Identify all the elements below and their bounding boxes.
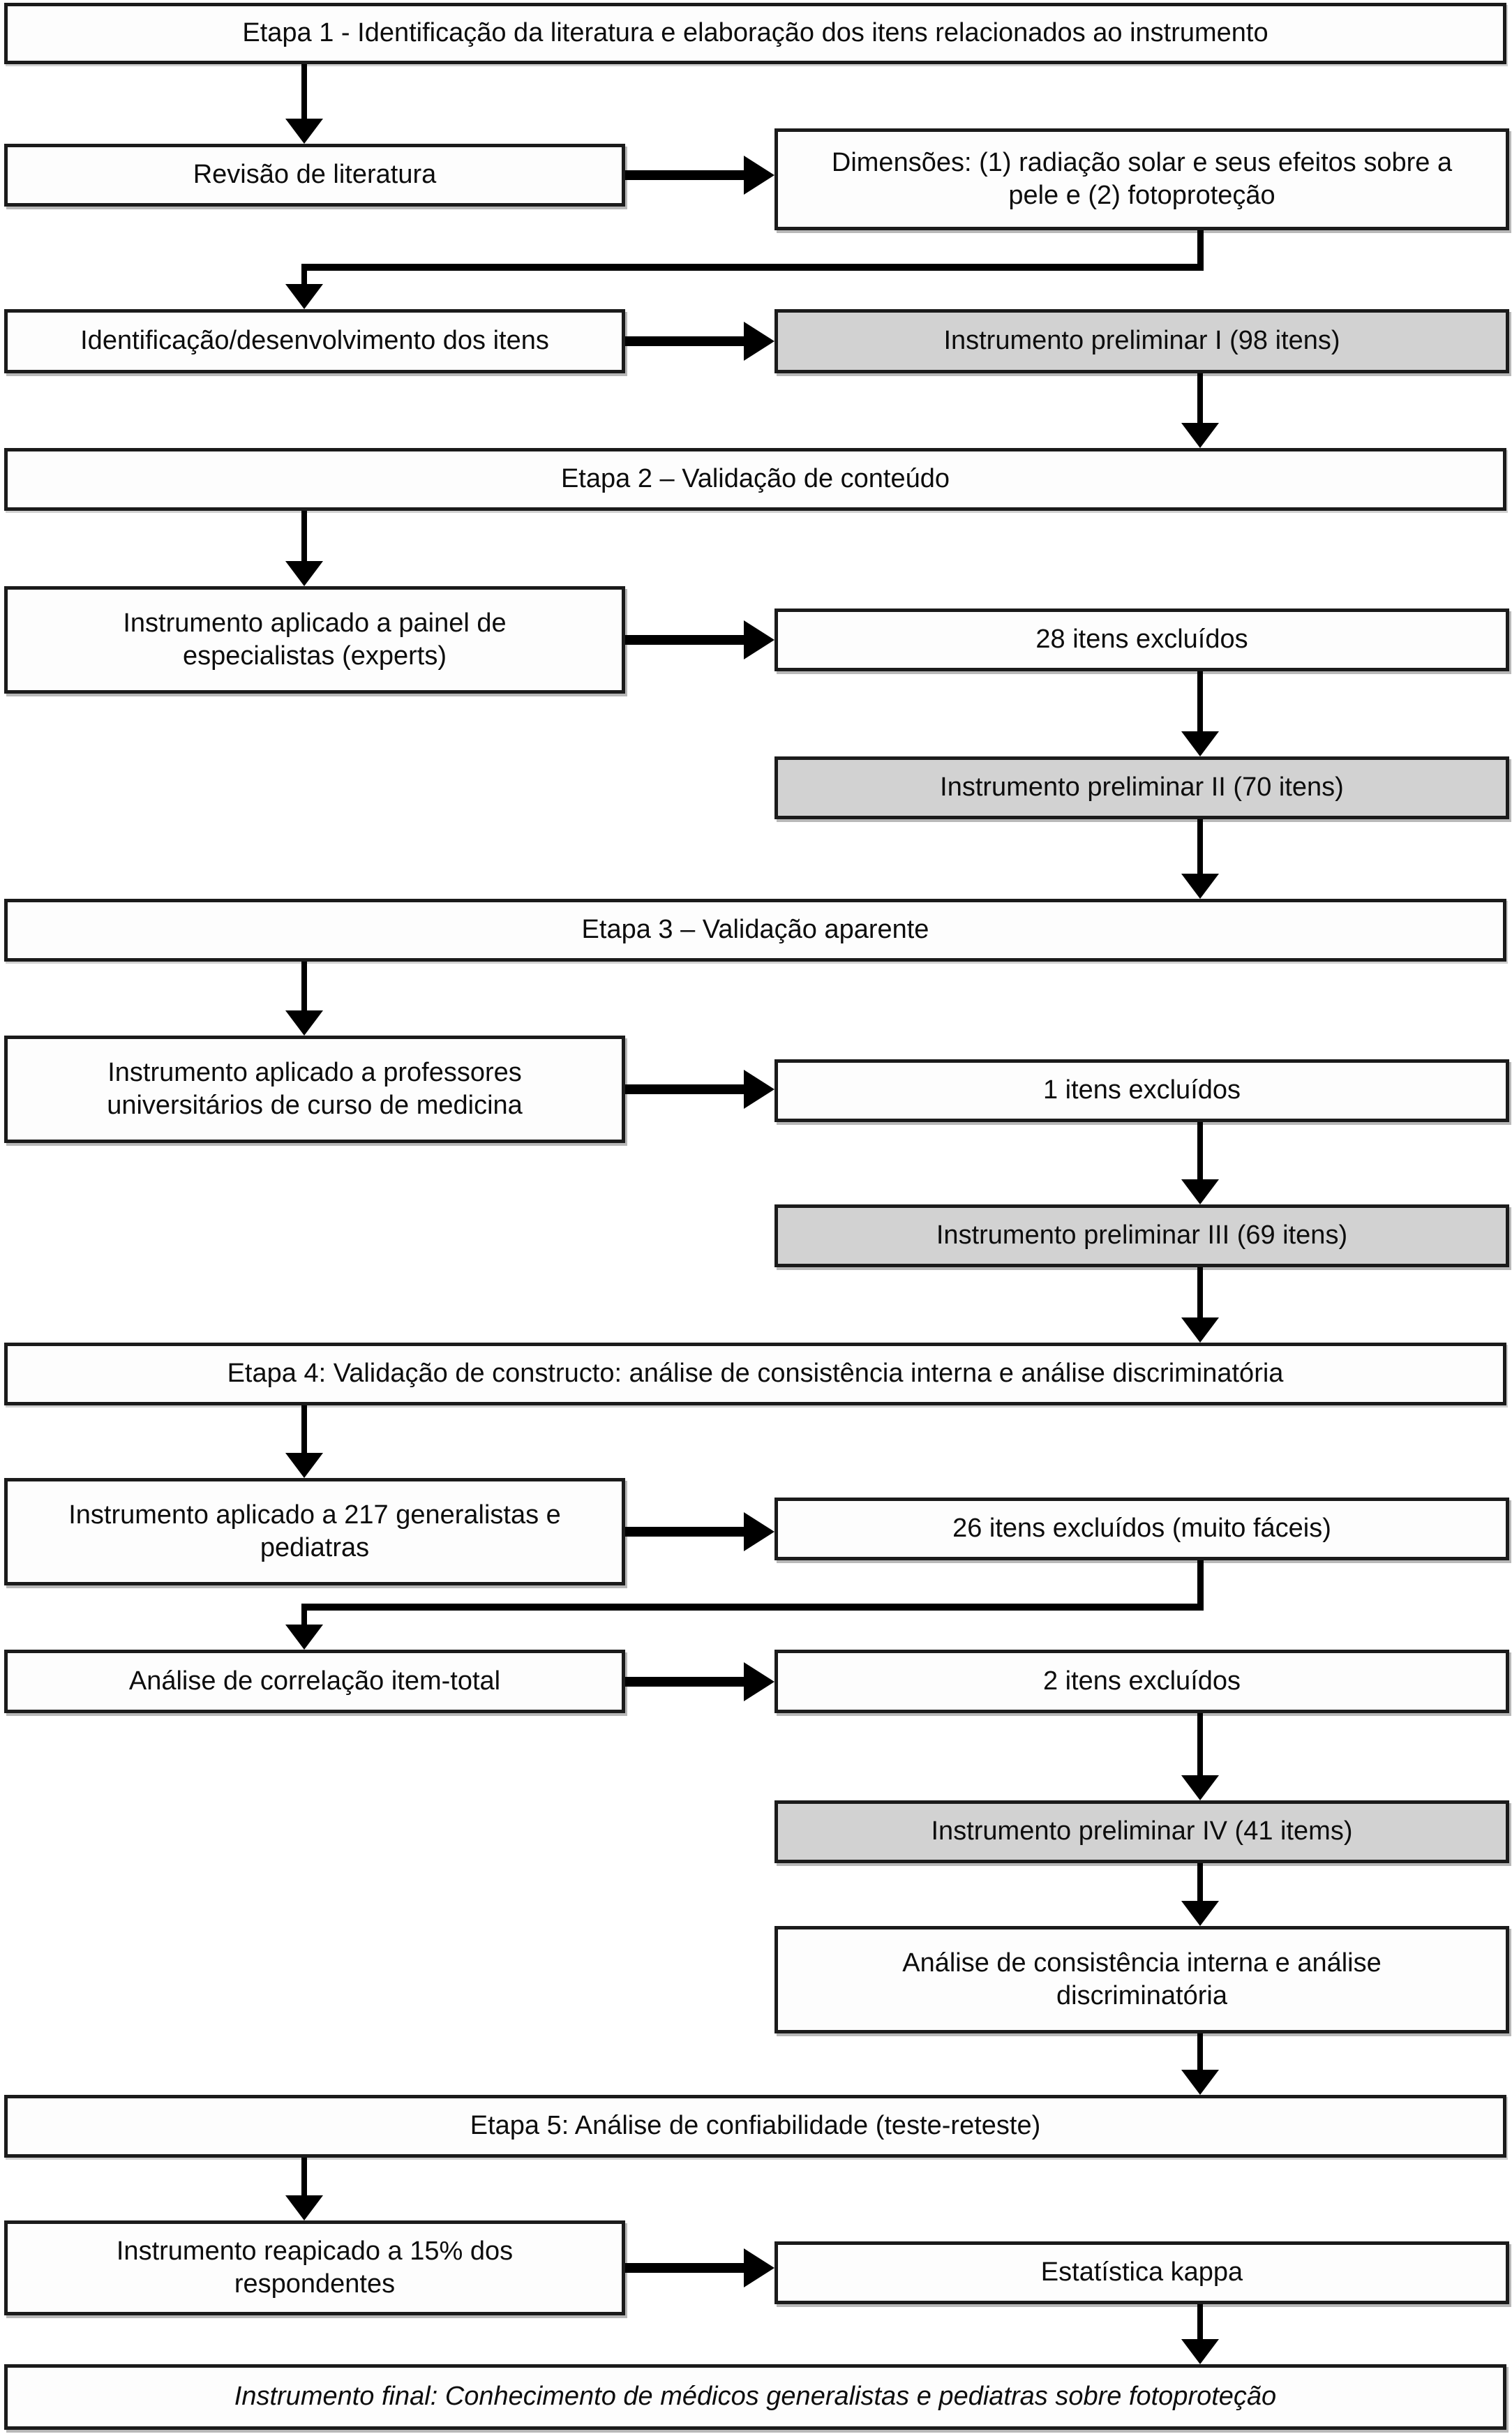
arrow-down-elbow-to-identificacao bbox=[285, 264, 323, 309]
node-etapa-4-label: Etapa 4: Validação de constructo: anális… bbox=[227, 1359, 1284, 1389]
node-identificacao-itens-label: Identificação/desenvolvimento dos itens bbox=[80, 326, 549, 356]
node-reaplicado-15-pct-label: Instrumento reapicado a 15% dos responde… bbox=[116, 2236, 514, 2299]
node-dimensoes-label: Dimensões: (1) radiação solar e seus efe… bbox=[831, 147, 1453, 210]
node-1-itens-excluidos-label: 1 itens excluídos bbox=[1042, 1075, 1241, 1105]
arrow-down-consistencia-to-etapa5 bbox=[1181, 2033, 1219, 2095]
node-217-generalistas-pediatras: Instrumento aplicado a 217 generalistas … bbox=[4, 1478, 625, 1585]
connector-dimensoes-elbow-horizontal bbox=[301, 264, 1204, 271]
connector-excluidos26-elbow-horizontal bbox=[301, 1604, 1204, 1611]
node-instrumento-preliminar-2: Instrumento preliminar II (70 itens) bbox=[774, 756, 1509, 819]
node-instrumento-preliminar-1-label: Instrumento preliminar I (98 itens) bbox=[943, 326, 1340, 356]
node-217-generalistas-pediatras-label: Instrumento aplicado a 217 generalistas … bbox=[68, 1500, 561, 1562]
node-analise-consistencia: Análise de consistência interna e anális… bbox=[774, 1926, 1509, 2033]
arrow-down-excluidos1-to-preliminar3 bbox=[1181, 1122, 1219, 1204]
node-etapa-2: Etapa 2 – Validação de conteúdo bbox=[4, 448, 1506, 511]
node-28-itens-excluidos: 28 itens excluídos bbox=[774, 608, 1509, 671]
node-instrumento-preliminar-4: Instrumento preliminar IV (41 items) bbox=[774, 1800, 1509, 1863]
node-etapa-2-label: Etapa 2 – Validação de conteúdo bbox=[560, 464, 950, 494]
node-2-itens-excluidos: 2 itens excluídos bbox=[774, 1650, 1509, 1713]
arrow-down-excluidos28-to-preliminar2 bbox=[1181, 671, 1219, 756]
arrow-down-elbow-to-correlacao bbox=[285, 1604, 323, 1650]
node-instrumento-preliminar-1: Instrumento preliminar I (98 itens) bbox=[774, 309, 1509, 373]
arrow-down-excluidos2-to-preliminar4 bbox=[1181, 1713, 1219, 1800]
node-instrumento-preliminar-3-label: Instrumento preliminar III (69 itens) bbox=[936, 1220, 1348, 1250]
node-26-itens-excluidos: 26 itens excluídos (muito fáceis) bbox=[774, 1498, 1509, 1560]
node-instrumento-preliminar-2-label: Instrumento preliminar II (70 itens) bbox=[940, 772, 1344, 802]
node-painel-especialistas-label: Instrumento aplicado a painel de especia… bbox=[123, 608, 507, 671]
node-etapa-5: Etapa 5: Análise de confiabilidade (test… bbox=[4, 2095, 1506, 2158]
node-instrumento-preliminar-4-label: Instrumento preliminar IV (41 items) bbox=[931, 1816, 1353, 1846]
arrow-down-etapa1-to-revisao bbox=[285, 64, 323, 144]
node-estatistica-kappa-label: Estatística kappa bbox=[1040, 2257, 1243, 2287]
node-etapa-3: Etapa 3 – Validação aparente bbox=[4, 899, 1506, 962]
node-analise-consistencia-label: Análise de consistência interna e anális… bbox=[902, 1948, 1382, 2010]
node-correlacao-item-total-label: Análise de correlação item-total bbox=[128, 1666, 501, 1696]
node-professores-universitarios: Instrumento aplicado a professores unive… bbox=[4, 1036, 625, 1143]
arrow-down-kappa-to-final bbox=[1181, 2304, 1219, 2364]
node-instrumento-final-label: Instrumento final: Conhecimento de médic… bbox=[234, 2382, 1277, 2412]
arrow-right-reaplicado-to-kappa bbox=[625, 2248, 774, 2287]
arrow-right-professores-to-excluidos1 bbox=[625, 1070, 774, 1109]
arrow-down-etapa3-to-professores bbox=[285, 962, 323, 1036]
node-correlacao-item-total: Análise de correlação item-total bbox=[4, 1650, 625, 1713]
node-reaplicado-15-pct: Instrumento reapicado a 15% dos responde… bbox=[4, 2220, 625, 2315]
node-etapa-4: Etapa 4: Validação de constructo: anális… bbox=[4, 1343, 1506, 1405]
connector-dimensoes-elbow-vertical bbox=[1197, 230, 1204, 267]
node-28-itens-excluidos-label: 28 itens excluídos bbox=[1035, 625, 1248, 655]
node-professores-universitarios-label: Instrumento aplicado a professores unive… bbox=[107, 1057, 523, 1120]
node-revisao-literatura-label: Revisão de literatura bbox=[193, 160, 437, 190]
arrow-right-correlacao-to-excluidos2 bbox=[625, 1662, 774, 1701]
node-identificacao-itens: Identificação/desenvolvimento dos itens bbox=[4, 309, 625, 373]
arrow-down-preliminar3-to-etapa4 bbox=[1181, 1267, 1219, 1343]
node-1-itens-excluidos: 1 itens excluídos bbox=[774, 1059, 1509, 1122]
arrow-down-preliminar2-to-etapa3 bbox=[1181, 819, 1219, 899]
node-etapa-1-label: Etapa 1 - Identificação da literatura e … bbox=[242, 18, 1268, 48]
node-estatistica-kappa: Estatística kappa bbox=[774, 2241, 1509, 2304]
arrow-right-especialistas-to-excluidos28 bbox=[625, 620, 774, 659]
arrow-down-etapa5-to-reaplicado bbox=[285, 2158, 323, 2220]
arrow-right-generalistas-to-excluidos26 bbox=[625, 1512, 774, 1551]
node-revisao-literatura: Revisão de literatura bbox=[4, 144, 625, 207]
node-instrumento-final: Instrumento final: Conhecimento de médic… bbox=[4, 2364, 1506, 2430]
node-26-itens-excluidos-label: 26 itens excluídos (muito fáceis) bbox=[952, 1514, 1331, 1544]
arrow-down-preliminar4-to-consistencia bbox=[1181, 1863, 1219, 1926]
arrow-down-preliminar1-to-etapa2 bbox=[1181, 373, 1219, 448]
node-instrumento-preliminar-3: Instrumento preliminar III (69 itens) bbox=[774, 1204, 1509, 1267]
node-etapa-1: Etapa 1 - Identificação da literatura e … bbox=[4, 3, 1506, 64]
node-2-itens-excluidos-label: 2 itens excluídos bbox=[1042, 1666, 1241, 1696]
node-etapa-3-label: Etapa 3 – Validação aparente bbox=[581, 915, 929, 945]
connector-excluidos26-elbow-vertical bbox=[1197, 1560, 1204, 1606]
arrow-down-etapa4-to-generalistas bbox=[285, 1405, 323, 1478]
arrow-down-etapa2-to-especialistas bbox=[285, 511, 323, 586]
arrow-right-revisao-to-dimensoes bbox=[625, 156, 774, 195]
node-etapa-5-label: Etapa 5: Análise de confiabilidade (test… bbox=[470, 2111, 1041, 2141]
node-painel-especialistas: Instrumento aplicado a painel de especia… bbox=[4, 586, 625, 694]
arrow-right-identificacao-to-preliminar1 bbox=[625, 322, 774, 361]
node-dimensoes: Dimensões: (1) radiação solar e seus efe… bbox=[774, 128, 1509, 230]
